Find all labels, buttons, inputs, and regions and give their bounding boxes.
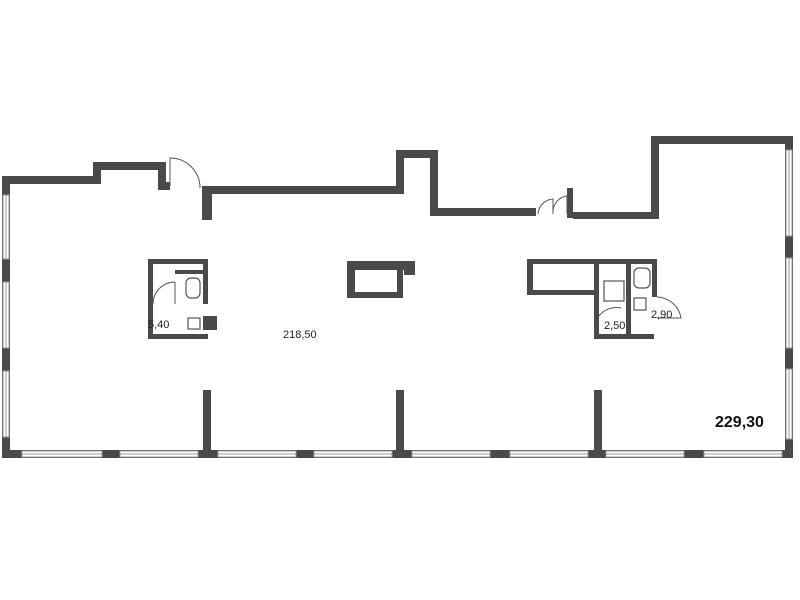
windows-left [2,194,10,438]
sink-icon [633,297,647,311]
sink-icon [187,317,201,330]
toilet-icon [185,277,201,299]
wc-left-block [148,259,217,339]
wc-right-block [527,259,682,339]
entrance-door-center [537,195,568,215]
entrance-door-left [169,157,201,189]
windows-bottom [21,450,783,458]
room-area-wc-right-b: 2,90 [651,309,672,321]
room-area-wc-right-a: 2,50 [604,320,625,332]
partition-stubs [203,390,602,452]
room-area-main-hall: 218,50 [283,329,317,341]
room-area-wc-left: 5,40 [148,319,169,331]
toilet-icon [633,267,651,289]
total-area: 229,30 [715,414,764,431]
shower-icon [603,280,625,302]
center-island [347,261,415,298]
windows-right [785,149,793,440]
